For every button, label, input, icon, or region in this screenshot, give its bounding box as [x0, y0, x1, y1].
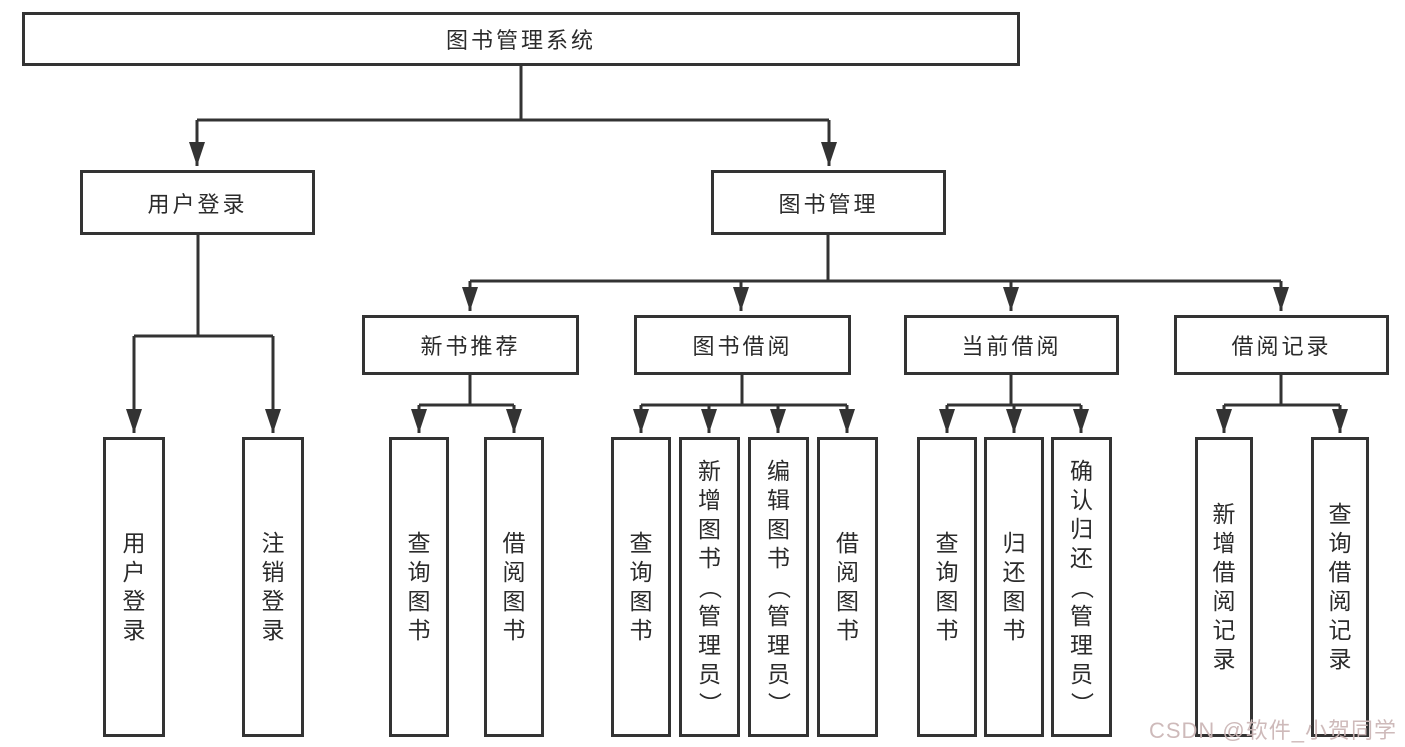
node-system-root: 图书管理系统 [22, 12, 1020, 66]
node-leaf-logout: 注销登录 [242, 437, 304, 737]
node-label: 用户登录 [147, 191, 248, 217]
node-leaf-borrow-books-2: 借阅图书 [817, 437, 878, 737]
node-leaf-query-borrow-record: 查询借阅记录 [1311, 437, 1369, 737]
node-label: 图书借阅 [692, 334, 793, 359]
node-leaf-return-books: 归还图书 [984, 437, 1044, 737]
node-book-borrow: 图书借阅 [634, 315, 851, 375]
node-leaf-add-borrow-record: 新增借阅记录 [1195, 437, 1253, 737]
node-leaf-add-books-admin: 新增图书（管理员） [679, 437, 740, 737]
node-leaf-user-login: 用户登录 [103, 437, 165, 737]
node-new-book-recommend: 新书推荐 [362, 315, 579, 375]
node-label: 借阅记录 [1231, 334, 1332, 359]
node-leaf-query-books-3: 查询图书 [917, 437, 977, 737]
node-leaf-borrow-books-1: 借阅图书 [484, 437, 544, 737]
node-current-borrow: 当前借阅 [904, 315, 1119, 375]
csdn-watermark: CSDN @软件_小贺同学 [1148, 718, 1397, 743]
node-leaf-edit-books-admin: 编辑图书（管理员） [748, 437, 809, 737]
node-label: 新书推荐 [420, 334, 521, 359]
node-leaf-query-books-2: 查询图书 [611, 437, 671, 737]
node-borrow-record: 借阅记录 [1174, 315, 1389, 375]
node-leaf-confirm-return-admin: 确认归还（管理员） [1051, 437, 1112, 737]
node-label: 图书管理 [778, 191, 879, 217]
node-book-management-branch: 图书管理 [711, 170, 946, 235]
node-label: 当前借阅 [961, 334, 1062, 359]
node-label: 图书管理系统 [445, 28, 596, 53]
node-leaf-query-books-1: 查询图书 [389, 437, 449, 737]
node-user-login-branch: 用户登录 [80, 170, 315, 235]
